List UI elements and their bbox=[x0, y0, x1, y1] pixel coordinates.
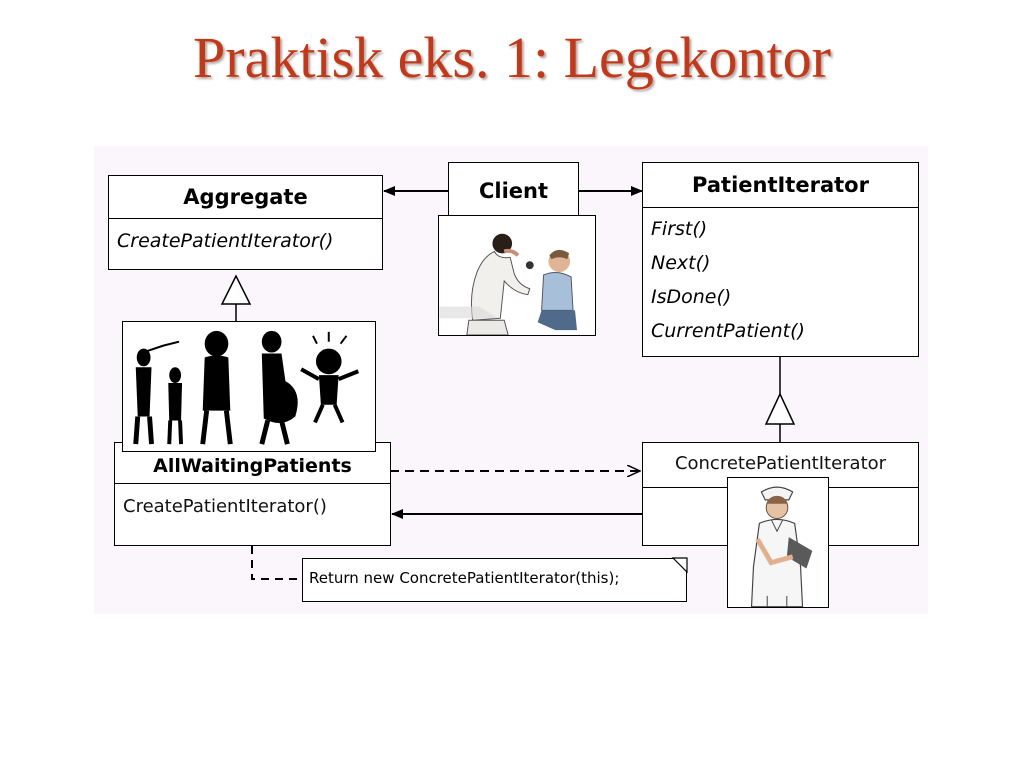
uml-diagram: Aggregate CreatePatientIterator() Client… bbox=[94, 146, 928, 614]
all-waiting-patients-class: AllWaitingPatients CreatePatientIterator… bbox=[114, 442, 391, 546]
operation-first: First() bbox=[651, 218, 708, 240]
iterator-inheritance-triangle bbox=[764, 392, 796, 425]
client-class-name: Client bbox=[478, 179, 549, 203]
client-class: Client bbox=[448, 162, 579, 216]
operation-isdone: IsDone() bbox=[651, 286, 732, 308]
patient-iterator-operations: First() Next() IsDone() CurrentPatient() bbox=[643, 208, 918, 352]
note-link bbox=[251, 546, 302, 580]
aggregate-operation: CreatePatientIterator() bbox=[117, 230, 334, 252]
waiting-patients-silhouettes-image bbox=[122, 321, 376, 452]
connectors bbox=[220, 186, 796, 580]
implementation-note: Return new ConcretePatientIterator(this)… bbox=[302, 558, 687, 602]
slide-title: Praktisk eks. 1: Legekontor bbox=[193, 25, 831, 90]
patient-iterator-class: PatientIterator First() Next() IsDone() … bbox=[642, 162, 919, 357]
aggregate-inheritance-triangle bbox=[220, 274, 252, 305]
nurse-image bbox=[727, 477, 829, 608]
aggregate-class: Aggregate CreatePatientIterator() bbox=[108, 175, 383, 270]
doctor-examining-child-image bbox=[438, 215, 596, 336]
aggregate-class-name: Aggregate bbox=[109, 176, 382, 219]
all-waiting-patients-class-name: AllWaitingPatients bbox=[115, 443, 390, 484]
operation-currentpatient: CurrentPatient() bbox=[651, 320, 805, 342]
operation-next: Next() bbox=[651, 252, 711, 274]
patient-iterator-class-name: PatientIterator bbox=[643, 163, 918, 208]
all-waiting-patients-operation: CreatePatientIterator() bbox=[123, 496, 327, 517]
